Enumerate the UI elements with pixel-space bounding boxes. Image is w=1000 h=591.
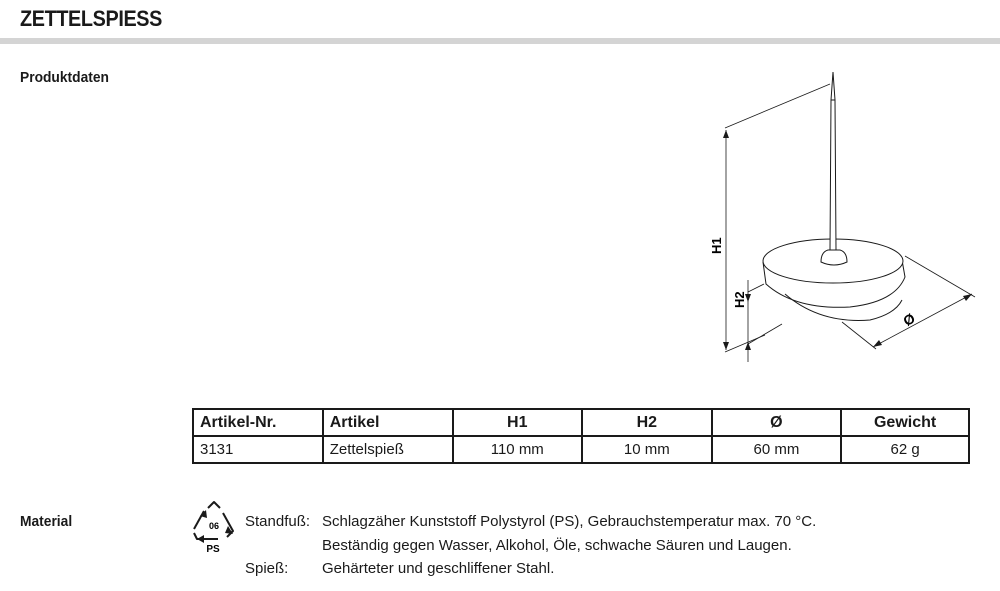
diameter-extension-left xyxy=(841,321,877,350)
diameter-dimension-line xyxy=(872,293,973,348)
diameter-extension-right xyxy=(904,255,976,298)
column-header: Artikel-Nr. xyxy=(192,409,324,436)
base-disc-side xyxy=(762,259,906,308)
table-row: 3131 Zettelspieß 110 mm 10 mm 60 mm 62 g xyxy=(192,436,970,463)
column-header: Artikel xyxy=(321,409,454,436)
section-label-produktdaten: Produktdaten xyxy=(20,69,109,86)
table-cell: Zettelspieß xyxy=(321,436,454,463)
table-header-row: Artikel-Nr. Artikel H1 H2 Ø Gewicht xyxy=(192,409,970,436)
table-cell: 60 mm xyxy=(710,436,843,463)
table-cell: 62 g xyxy=(840,436,970,463)
recycling-abbr: PS xyxy=(206,544,220,555)
material-desc-spike: Gehärteter und geschliffener Stahl. xyxy=(322,560,555,577)
table-cell: 10 mm xyxy=(581,436,713,463)
spike-hub xyxy=(820,249,848,266)
table-cell: 110 mm xyxy=(451,436,584,463)
column-header: Ø xyxy=(710,409,843,436)
page-title: ZETTELSPIESS xyxy=(20,6,163,31)
column-header: Gewicht xyxy=(840,409,970,436)
table-cell: 3131 xyxy=(192,436,324,463)
h2-extension xyxy=(747,323,783,345)
spike xyxy=(829,71,837,251)
column-header: H2 xyxy=(581,409,713,436)
h1-extension-top xyxy=(724,83,831,129)
product-technical-drawing: H1 H2 Ø xyxy=(709,71,976,362)
material-desc-base-line2: Beständig gegen Wasser, Alkohol, Öle, sc… xyxy=(322,537,792,554)
h1-label: H1 xyxy=(709,237,724,254)
material-term-base: Standfuß: xyxy=(245,513,311,530)
product-data-table: Artikel-Nr. Artikel H1 H2 Ø Gewicht 3131… xyxy=(192,408,970,464)
recycling-ps-icon: 06 PS xyxy=(193,501,234,555)
base-lower-flange xyxy=(784,293,903,321)
title-divider xyxy=(0,38,1000,44)
h2-label: H2 xyxy=(732,291,747,308)
diameter-label: Ø xyxy=(900,310,918,329)
section-label-material: Material xyxy=(20,513,73,530)
material-term-spike: Spieß: xyxy=(245,560,289,577)
column-header: H1 xyxy=(451,409,584,436)
material-desc-base-line1: Schlagzäher Kunststoff Polystyrol (PS), … xyxy=(322,513,817,530)
recycling-code: 06 xyxy=(209,521,219,531)
